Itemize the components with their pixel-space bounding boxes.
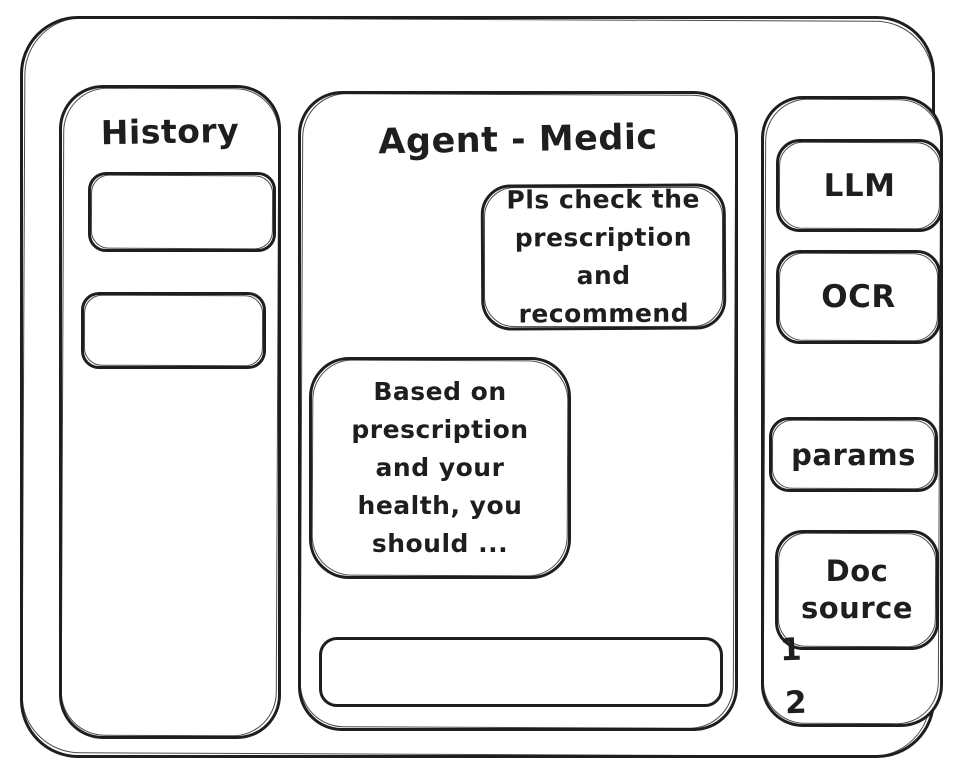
- user-message-bubble: Pls check the prescription and recommend: [480, 183, 727, 331]
- doc-source-item-2[interactable]: 2: [784, 684, 808, 722]
- doc-source-button[interactable]: Doc source: [775, 530, 939, 650]
- message-input[interactable]: [319, 637, 723, 707]
- history-item[interactable]: [88, 172, 276, 252]
- history-item[interactable]: [81, 292, 266, 369]
- params-button[interactable]: params: [769, 417, 938, 492]
- ocr-button[interactable]: OCR: [776, 250, 941, 344]
- assistant-message-bubble: Based on prescription and your health, y…: [309, 357, 571, 579]
- doc-source-item-1[interactable]: 1: [779, 631, 803, 669]
- history-sidebar: History: [59, 85, 281, 739]
- history-title: History: [100, 110, 240, 153]
- chat-panel: Agent - Medic Pls check the prescription…: [298, 91, 738, 731]
- chat-title: Agent - Medic: [378, 117, 658, 163]
- tools-sidebar: LLM OCR params Doc source 1 2: [761, 96, 943, 727]
- app-frame: History Agent - Medic Pls check the pres…: [20, 16, 943, 758]
- llm-button[interactable]: LLM: [776, 139, 943, 232]
